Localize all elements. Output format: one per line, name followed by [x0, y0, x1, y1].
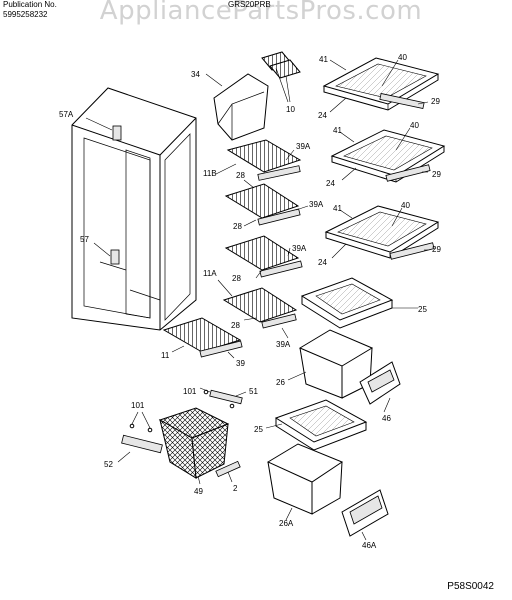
watermark: AppliancePartsPros.com	[99, 0, 423, 26]
callout-28-1: 28	[236, 171, 245, 180]
freezer-shelf-11b	[215, 139, 302, 181]
cabinet-liner	[71, 87, 197, 331]
callout-39: 39	[236, 359, 245, 368]
ice-trays-10	[261, 51, 301, 103]
light-housing-upper	[112, 125, 122, 141]
callout-24: 24	[318, 111, 327, 120]
callout-46a: 46A	[362, 541, 377, 550]
light-housing-lower	[110, 249, 120, 265]
crisper-cover-25-upper	[300, 277, 418, 329]
glass-shelf-upper	[322, 57, 440, 113]
callout-28-2: 28	[233, 222, 242, 231]
pan-front-46a	[341, 489, 389, 541]
callout-26: 26	[276, 378, 285, 387]
callout-41-2: 41	[333, 126, 342, 135]
callout-29: 29	[431, 97, 440, 106]
part-2-rail	[215, 460, 241, 483]
rail-51	[199, 387, 247, 409]
callout-41: 41	[319, 55, 328, 64]
crisper-cover-25-lower	[265, 399, 368, 451]
callout-40-2: 40	[410, 121, 419, 130]
callout-39a-1: 39A	[296, 142, 311, 151]
callout-10: 10	[286, 105, 295, 114]
figure-id: P58S0042	[447, 581, 494, 592]
callout-57a: 57A	[59, 110, 74, 119]
callout-28-3: 28	[232, 274, 241, 283]
callout-29-3: 29	[432, 245, 441, 254]
callout-11: 11	[161, 351, 170, 360]
callout-51: 51	[249, 387, 258, 396]
callout-52: 52	[104, 460, 113, 469]
rail-52	[117, 411, 163, 463]
callout-39a-2: 39A	[309, 200, 324, 209]
glass-shelf-middle	[330, 127, 446, 183]
callout-41-3: 41	[333, 204, 342, 213]
pan-front-46	[359, 361, 401, 413]
callout-39a-4: 39A	[276, 340, 291, 349]
callout-49: 49	[194, 487, 203, 496]
callout-24-2: 24	[326, 179, 335, 188]
callout-40-3: 40	[401, 201, 410, 210]
callout-25-2: 25	[254, 425, 263, 434]
freezer-shelf-11a	[217, 279, 298, 339]
freezer-shelf-upper	[224, 179, 309, 227]
callout-29-2: 29	[432, 170, 441, 179]
callout-11b: 11B	[203, 169, 217, 178]
crisper-pan-26a	[266, 443, 344, 521]
callout-11a: 11A	[203, 269, 217, 278]
freezer-shelf-middle	[224, 235, 303, 279]
publication-number: 5995258232	[3, 10, 48, 19]
model-number: GRS20PRB	[228, 0, 271, 9]
callout-39a-3: 39A	[292, 244, 307, 253]
callout-26a: 26A	[279, 519, 294, 528]
crisper-pan-26	[287, 329, 374, 399]
callout-34: 34	[191, 70, 200, 79]
callout-24-3: 24	[318, 258, 327, 267]
callout-101-1: 101	[183, 387, 197, 396]
freezer-shelf-11	[162, 317, 243, 359]
callout-57: 57	[80, 235, 89, 244]
glass-shelf-lower	[324, 205, 440, 260]
wire-basket-49	[158, 407, 230, 485]
callout-labels: 34 10 41 40 24 29 57A 57 11B 39A 28 28 3…	[59, 53, 441, 550]
callout-25-1: 25	[418, 305, 427, 314]
callout-40: 40	[398, 53, 407, 62]
callout-46: 46	[382, 414, 391, 423]
callout-2: 2	[233, 484, 238, 493]
callout-101-2: 101	[131, 401, 145, 410]
callout-28-4: 28	[231, 321, 240, 330]
ice-bucket-34	[205, 73, 269, 141]
publication-label: Publication No.	[3, 0, 57, 9]
